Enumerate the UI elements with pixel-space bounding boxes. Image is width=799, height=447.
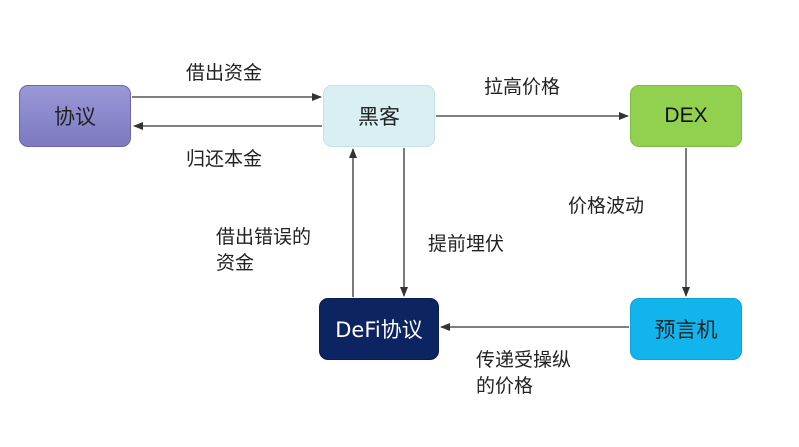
edge-label-front-run: 提前埋伏	[428, 233, 505, 255]
node-hacker: 黑客	[323, 85, 435, 147]
node-protocol-label: 协议	[54, 105, 96, 129]
edge-label-raise-price: 拉高价格	[484, 76, 561, 98]
node-hacker-label: 黑客	[358, 105, 400, 129]
node-oracle-label: 预言机	[654, 318, 718, 342]
edge-label-borrow-wrong-funds-line2: 资金	[216, 252, 255, 274]
edge-label-return-principal: 归还本金	[186, 148, 263, 170]
edge-label-pass-price-line2: 的价格	[476, 375, 534, 397]
node-dex-label: DEX	[664, 104, 708, 127]
node-defi-protocol: DeFi协议	[319, 298, 439, 360]
edge-label-borrow-funds: 借出资金	[186, 62, 263, 84]
node-oracle: 预言机	[630, 298, 742, 360]
node-defi-protocol-label: DeFi协议	[335, 318, 423, 342]
node-protocol: 协议	[19, 85, 131, 147]
edge-label-price-fluctuation: 价格波动	[568, 195, 645, 217]
edge-label-borrow-wrong-funds: 借出错误的 资金	[216, 224, 311, 276]
node-dex: DEX	[630, 85, 742, 147]
edge-label-pass-price: 传递受操纵 的价格	[476, 347, 571, 399]
edge-label-pass-price-line1: 传递受操纵	[476, 349, 572, 371]
edge-label-borrow-wrong-funds-line1: 借出错误的	[216, 226, 312, 248]
